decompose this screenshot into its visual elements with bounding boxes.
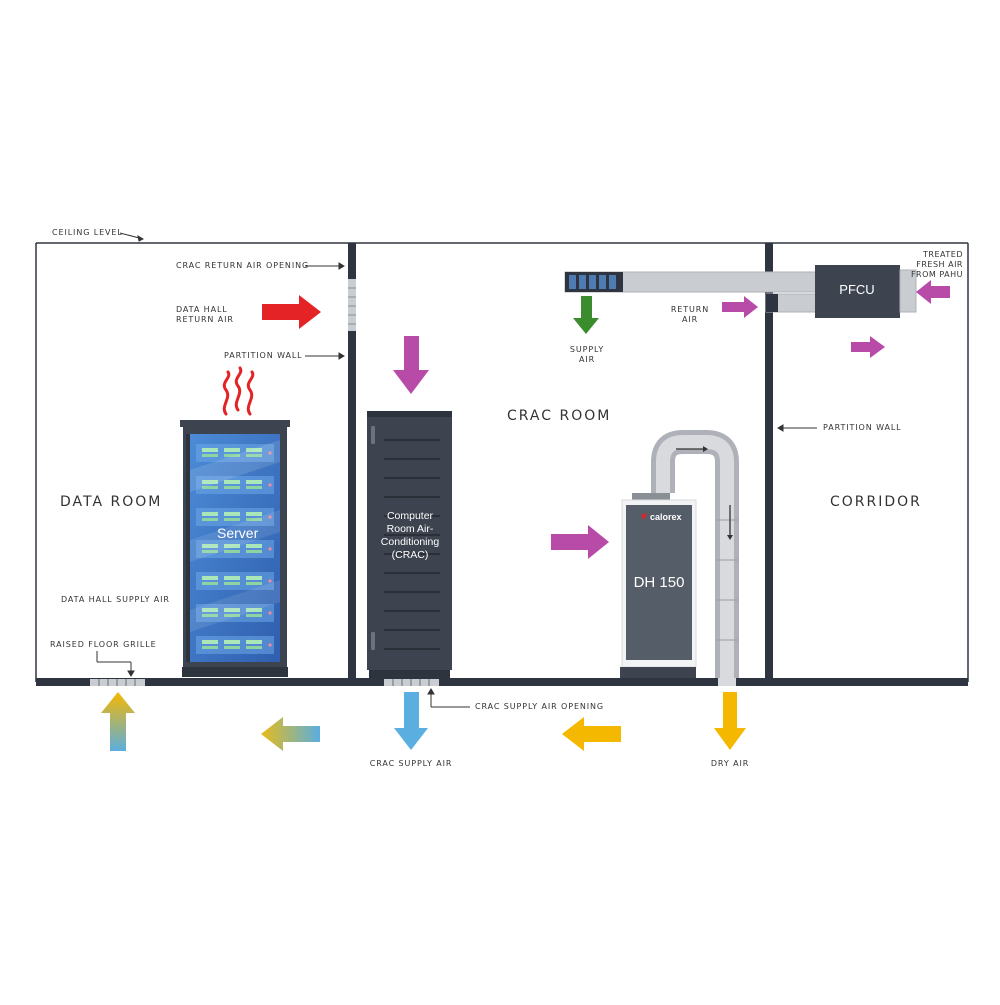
- treated-fresh-air-line-2: FRESH AIR: [916, 260, 963, 269]
- data-hall-return-air-arrow: [262, 295, 321, 329]
- server-unit: [196, 508, 274, 526]
- return-air-arrow: [722, 296, 758, 318]
- server-units: [196, 444, 274, 654]
- data-hall-return-air-label: DATA HALL RETURN AIR: [176, 305, 234, 325]
- data-hall-supply-air-label: DATA HALL SUPPLY AIR: [61, 595, 170, 604]
- ceiling-level-label: CEILING LEVEL: [52, 228, 123, 237]
- supply-air-arrow: [573, 296, 599, 334]
- server-unit: [196, 604, 274, 622]
- treated-fresh-air-arrow: [916, 280, 950, 304]
- corridor-air-arrow: [851, 336, 885, 358]
- data-room-label: DATA ROOM: [60, 494, 163, 510]
- dehumidifier-duct: [651, 430, 739, 686]
- crac-supply-air-label: CRAC SUPPLY AIR: [369, 759, 453, 768]
- pfcu-unit: [815, 265, 900, 318]
- server-unit: [196, 540, 274, 558]
- dehumidifier-brand: calorex: [650, 512, 682, 522]
- crac-inlet-arrow: [393, 336, 429, 394]
- data-hall-return-air-line-2: RETURN AIR: [176, 315, 234, 324]
- data-hall-supply-air-arrow: [101, 692, 135, 751]
- crac-supply-air-opening-label: CRAC SUPPLY AIR OPENING: [475, 702, 605, 711]
- crac-unit-label-line-3: Conditioning: [380, 536, 440, 548]
- underfloor-dry-air-arrow: [562, 717, 621, 751]
- crac-unit-label-line-2: Room Air-: [386, 523, 434, 535]
- treated-fresh-air-label: TREATED FRESH AIR FROM PAHU: [911, 250, 963, 280]
- dehumidifier-unit: [620, 493, 697, 678]
- leader-lines: [96, 232, 817, 708]
- crac-return-air-opening: [348, 279, 356, 331]
- crac-unit-label: Computer Room Air- Conditioning (CRAC): [381, 510, 439, 562]
- server-unit: [196, 572, 274, 590]
- return-air-line-2: AIR: [681, 315, 699, 324]
- crac-room-label: CRAC ROOM: [507, 408, 612, 424]
- raised-floor-grille-label: RAISED FLOOR GRILLE: [50, 640, 157, 649]
- supply-air-label: SUPPLY AIR: [570, 345, 604, 365]
- dehumidifier-model: DH 150: [633, 574, 685, 591]
- raised-floor-grille: [90, 679, 145, 686]
- treated-fresh-air-line-3: FROM PAHU: [910, 270, 963, 279]
- flow-arrows: [101, 280, 950, 751]
- dry-air-label: DRY AIR: [710, 759, 750, 768]
- building-outline: [35, 242, 969, 686]
- partition-wall-left: [348, 243, 356, 681]
- corridor-label: CORRIDOR: [830, 494, 922, 510]
- crac-supply-air-arrow: [394, 692, 428, 750]
- crac-vents: [384, 439, 440, 650]
- partition-wall-right-label: PARTITION WALL: [823, 423, 902, 432]
- underfloor-mixed-air-arrow: [261, 717, 320, 751]
- server-unit: [196, 476, 274, 494]
- return-air-label: RETURN AIR: [671, 305, 709, 325]
- supply-air-line-2: AIR: [578, 355, 596, 364]
- crac-unit: [367, 411, 452, 678]
- data-hall-return-air-line-1: DATA HALL: [176, 305, 228, 314]
- server-unit: [196, 636, 274, 654]
- overhead-duct: [564, 265, 917, 318]
- return-air-line-1: RETURN: [670, 305, 710, 314]
- server-rack: [180, 420, 290, 677]
- crac-unit-label-line-4: (CRAC): [391, 549, 429, 561]
- calorex-logo-icon: [641, 513, 647, 520]
- crac-supply-air-opening: [384, 679, 439, 686]
- dehumidifier-inlet-arrow: [551, 525, 609, 559]
- dry-air-arrow: [714, 692, 746, 750]
- server-label: Server: [217, 525, 259, 541]
- heat-waves-icon: [222, 366, 255, 416]
- treated-fresh-air-line-1: TREATED: [923, 250, 963, 259]
- crac-return-air-opening-label: CRAC RETURN AIR OPENING: [176, 261, 310, 270]
- crac-unit-label-line-1: Computer: [386, 510, 434, 522]
- server-unit: [196, 444, 274, 462]
- partition-wall-left-label: PARTITION WALL: [224, 351, 303, 360]
- supply-air-line-1: SUPPLY: [569, 345, 605, 354]
- floor-slab: [36, 678, 968, 686]
- pfcu-label: PFCU: [839, 282, 875, 297]
- partition-wall-right: [765, 243, 773, 681]
